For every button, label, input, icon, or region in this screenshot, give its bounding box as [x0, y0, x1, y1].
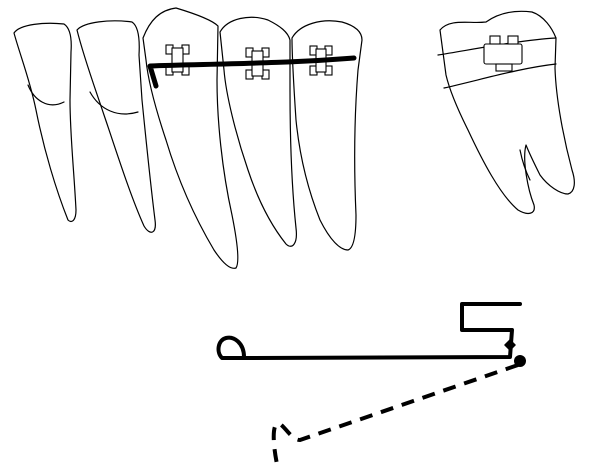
diagram-canvas: [0, 0, 589, 469]
orthodontic-diagram: [0, 0, 589, 469]
